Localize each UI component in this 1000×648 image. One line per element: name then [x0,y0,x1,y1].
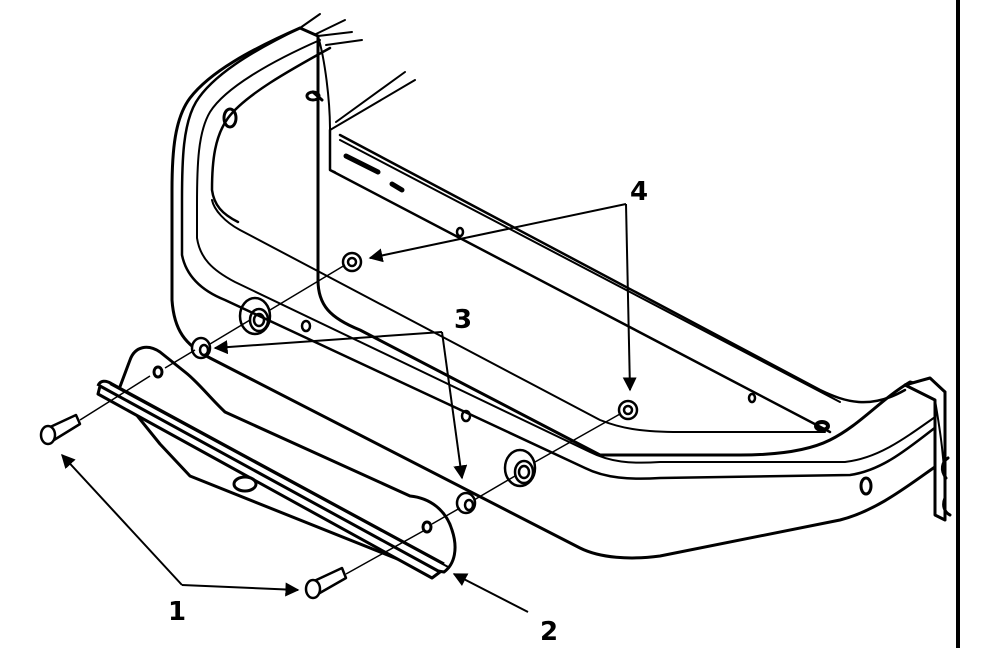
spacer-icon [190,336,477,515]
nut-icon [341,251,639,421]
callout-3: 3 [454,305,472,335]
frame-icon [170,13,952,560]
callout-4: 4 [630,177,648,207]
assembly-lines [79,264,621,575]
skid-plate-icon [96,345,457,580]
callout-leaders [61,203,637,613]
callout-2: 2 [540,617,558,647]
bolt-icon [39,413,348,600]
callout-1: 1 [168,597,186,627]
